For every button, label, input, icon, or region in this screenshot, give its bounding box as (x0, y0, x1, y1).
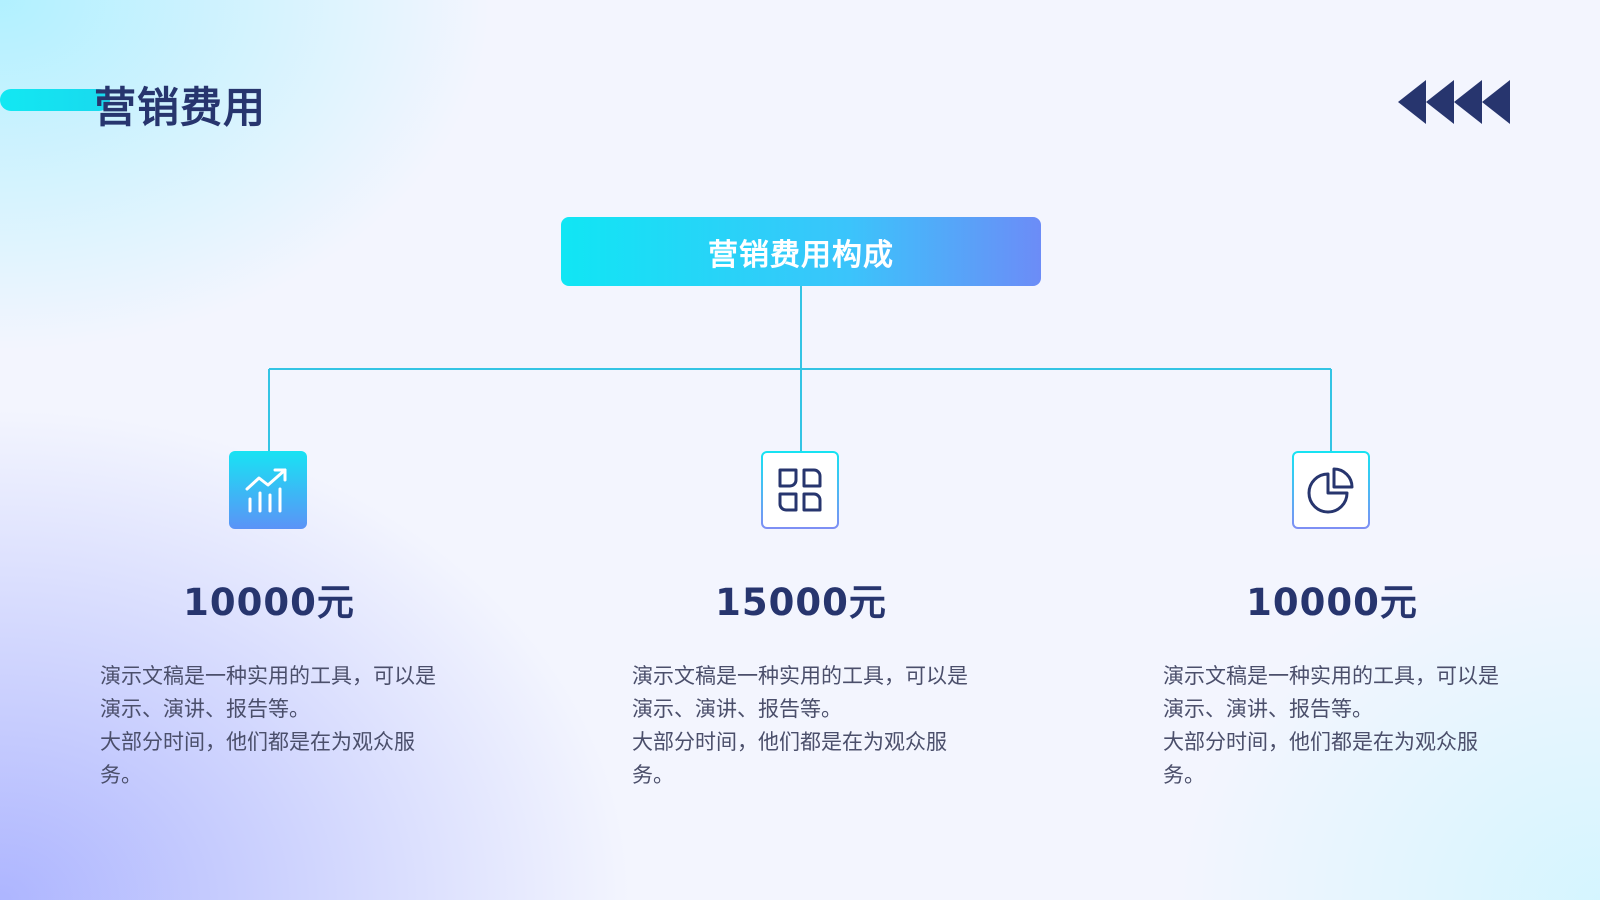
node-3-desc-line-1: 演示文稿是一种实用的工具，可以是演示、演讲、报告等。 (1163, 664, 1499, 721)
node-1-description: 演示文稿是一种实用的工具，可以是演示、演讲、报告等。 大部分时间，他们都是在为观… (100, 660, 450, 792)
pie-chart-icon (1307, 467, 1354, 514)
node-3-icon-box (1292, 451, 1370, 529)
node-1-desc-line-1: 演示文稿是一种实用的工具，可以是演示、演讲、报告等。 (100, 664, 436, 721)
node-3-amount: 10000元 (1246, 581, 1418, 624)
node-2-desc-line-1: 演示文稿是一种实用的工具，可以是演示、演讲、报告等。 (632, 664, 968, 721)
grid-apps-icon (778, 468, 822, 512)
root-node: 营销费用构成 (561, 217, 1041, 286)
chart-growth-icon (245, 468, 287, 513)
double-left-chevron-icon (1398, 80, 1510, 124)
node-2-amount: 15000元 (715, 581, 887, 624)
root-node-label: 营销费用构成 (708, 237, 894, 273)
node-1-desc-line-2: 大部分时间，他们都是在为观众服务。 (100, 730, 415, 787)
node-3-description: 演示文稿是一种实用的工具，可以是演示、演讲、报告等。 大部分时间，他们都是在为观… (1163, 660, 1513, 792)
node-2-description: 演示文稿是一种实用的工具，可以是演示、演讲、报告等。 大部分时间，他们都是在为观… (632, 660, 982, 792)
node-2-desc-line-2: 大部分时间，他们都是在为观众服务。 (632, 730, 947, 787)
node-2-icon-box (761, 451, 839, 529)
node-1-icon-box (229, 451, 307, 529)
page-title: 营销费用 (94, 83, 267, 132)
title-accent-bar (0, 89, 110, 111)
node-3-desc-line-2: 大部分时间，他们都是在为观众服务。 (1163, 730, 1478, 787)
node-1-amount: 10000元 (183, 581, 355, 624)
